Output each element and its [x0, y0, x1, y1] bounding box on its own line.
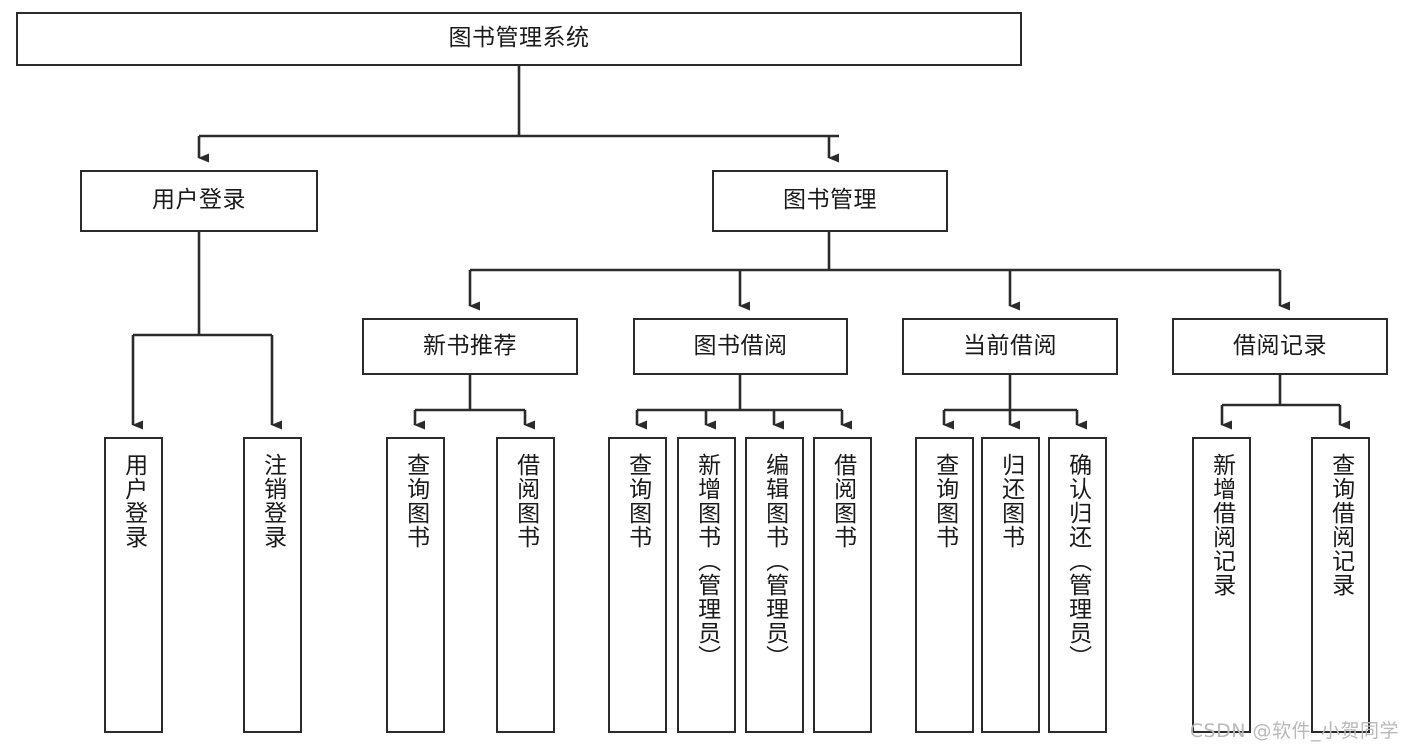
- node-label: 图书管理: [783, 187, 877, 214]
- node-current-borrow[interactable]: 当前借阅: [902, 318, 1118, 375]
- leaf-query-record[interactable]: 查询借阅记录: [1311, 437, 1370, 733]
- leaf-edit-book[interactable]: 编辑图书（管理员）: [745, 437, 804, 733]
- node-book-manage[interactable]: 图书管理: [712, 170, 948, 232]
- node-label: 图书借阅: [693, 332, 788, 359]
- node-label: 借阅记录: [1233, 332, 1327, 359]
- node-label: 查询图书: [402, 453, 429, 549]
- node-user-login[interactable]: 用户登录: [80, 170, 318, 232]
- leaf-borrow-book-1[interactable]: 借阅图书: [496, 437, 555, 733]
- leaf-add-record[interactable]: 新增借阅记录: [1192, 437, 1251, 733]
- leaf-query-book-1[interactable]: 查询图书: [386, 437, 445, 733]
- node-label: 归还图书: [997, 453, 1024, 549]
- node-label: 新书推荐: [423, 332, 517, 359]
- leaf-user-login[interactable]: 用户登录: [104, 437, 163, 733]
- node-new-book-recommend[interactable]: 新书推荐: [362, 318, 578, 375]
- node-label: 查询借阅记录: [1327, 453, 1354, 597]
- node-label: 查询图书: [624, 453, 651, 549]
- leaf-confirm-return[interactable]: 确认归还（管理员）: [1048, 437, 1107, 733]
- leaf-borrow-book-2[interactable]: 借阅图书: [813, 437, 872, 733]
- node-label: 新增借阅记录: [1208, 453, 1235, 597]
- node-label: 确认归还（管理员）: [1064, 453, 1091, 669]
- node-label: 新增图书（管理员）: [693, 453, 720, 669]
- node-label: 当前借阅: [963, 332, 1057, 359]
- node-book-borrow[interactable]: 图书借阅: [633, 318, 848, 375]
- node-borrow-record[interactable]: 借阅记录: [1172, 318, 1388, 375]
- leaf-logout-login[interactable]: 注销登录: [243, 437, 302, 733]
- node-label: 借阅图书: [829, 453, 856, 549]
- node-label: 用户登录: [120, 453, 147, 549]
- leaf-add-book[interactable]: 新增图书（管理员）: [677, 437, 736, 733]
- leaf-query-book-2[interactable]: 查询图书: [608, 437, 667, 733]
- node-label: 注销登录: [259, 453, 286, 549]
- node-label: 用户登录: [152, 187, 246, 214]
- node-label: 编辑图书（管理员）: [761, 453, 788, 669]
- node-root-system[interactable]: 图书管理系统: [16, 12, 1022, 66]
- watermark-text: CSDN @软件_小贺同学: [1189, 720, 1399, 742]
- leaf-return-book[interactable]: 归还图书: [981, 437, 1040, 733]
- leaf-query-book-3[interactable]: 查询图书: [915, 437, 974, 733]
- node-label: 借阅图书: [512, 453, 539, 549]
- node-label: 图书管理系统: [448, 25, 590, 52]
- node-label: 查询图书: [931, 453, 958, 549]
